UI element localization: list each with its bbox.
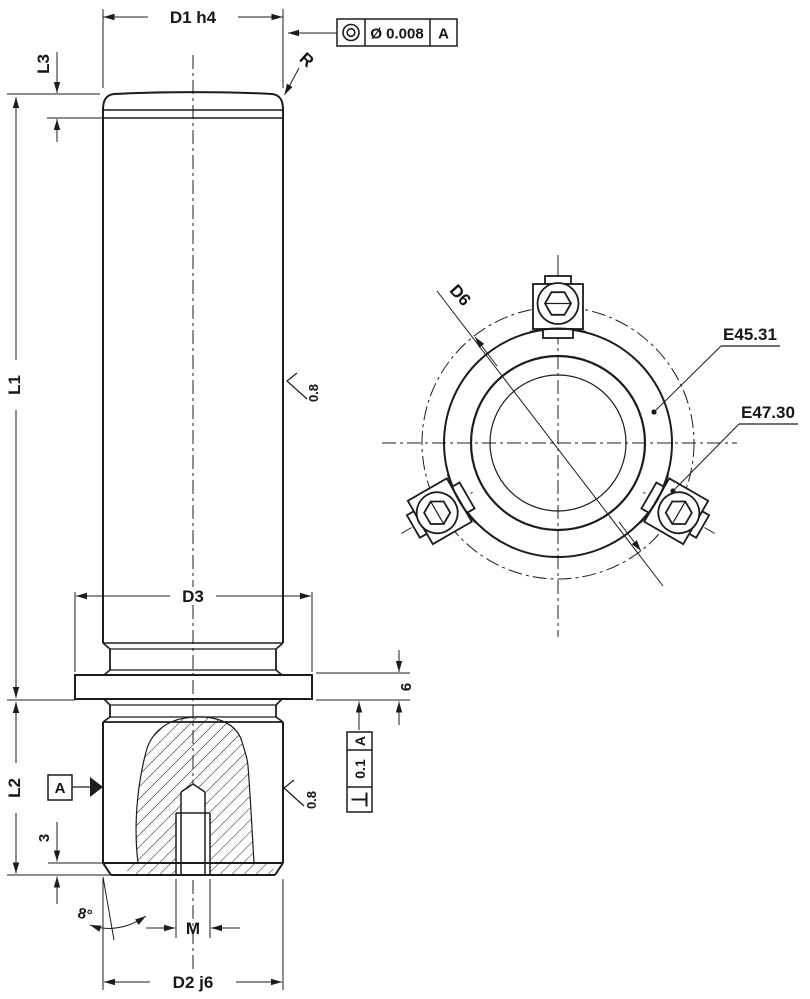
post-outer-circle xyxy=(469,354,647,532)
dim-three-label: 3 xyxy=(36,834,53,842)
bottom-view: E45.31 E47.30 D6 xyxy=(382,255,798,637)
dim-l2-label: L2 xyxy=(5,778,24,798)
dim-d6-label: D6 xyxy=(446,281,475,310)
concentricity-datum: A xyxy=(438,26,449,43)
surface-finish-shaft: 0.8 xyxy=(286,372,321,402)
roughness-value: 0.8 xyxy=(306,384,321,402)
label-gap xyxy=(5,360,22,410)
dim-d6-line xyxy=(436,290,664,587)
datum-a-label: A xyxy=(55,780,66,797)
fcf-perpendicularity: A 0.1 xyxy=(346,731,373,813)
surface-finish-base: 0.8 xyxy=(283,779,319,809)
perpendicularity-tolerance: 0.1 xyxy=(352,759,368,779)
label-gap xyxy=(5,763,22,813)
leader-dot xyxy=(651,409,657,415)
dim-thread-label: M xyxy=(186,919,200,938)
callout-e45: E45.31 xyxy=(651,325,780,415)
callout-e47-label: E47.30 xyxy=(741,403,795,422)
perpendicularity-icon xyxy=(351,792,368,807)
perpendicularity-datum: A xyxy=(352,736,368,746)
post-inner-circle xyxy=(489,374,627,512)
roughness-icon xyxy=(283,779,305,807)
dim-six-label: 6 xyxy=(398,683,415,691)
dim-l3-label: L3 xyxy=(34,54,53,74)
thread-hole xyxy=(175,783,211,875)
fcf-concentricity: Ø 0.008 A xyxy=(336,18,458,47)
concentricity-tolerance: Ø 0.008 xyxy=(370,26,423,43)
callout-e45-label: E45.31 xyxy=(723,325,777,344)
datum-a-flag: A xyxy=(47,774,103,801)
label-gap xyxy=(148,8,238,26)
thread-hole-mask xyxy=(176,783,210,875)
dim-radius-label: R xyxy=(296,49,318,71)
dim-angle-label: 8° xyxy=(76,905,94,925)
label-gap xyxy=(150,972,236,991)
dim-angle-arc xyxy=(89,915,147,932)
dim-d3-label: D3 xyxy=(182,587,204,606)
callout-e47: E47.30 xyxy=(670,403,798,494)
leader-dot xyxy=(670,488,676,494)
bolt-circle xyxy=(421,306,695,580)
label-gap xyxy=(170,587,216,605)
roughness-icon xyxy=(286,372,308,400)
taper-construction-line xyxy=(102,876,115,941)
roughness-value: 0.8 xyxy=(304,791,319,809)
radius-leader xyxy=(284,67,300,96)
clamp-screw-lower-left xyxy=(626,465,730,559)
concentricity-icon xyxy=(342,23,360,42)
concentricity-icon xyxy=(346,27,356,38)
clamp-screw-lower-right xyxy=(386,465,490,559)
dim-d2-label: D2 j6 xyxy=(173,973,214,992)
side-view: Ø 0.008 A A 0.1 A 0.8 xyxy=(5,8,458,992)
datum-triangle-icon xyxy=(90,777,103,797)
dim-d1-label: D1 h4 xyxy=(170,8,217,27)
dim-l1-label: L1 xyxy=(5,375,24,395)
post-outline xyxy=(74,91,313,876)
